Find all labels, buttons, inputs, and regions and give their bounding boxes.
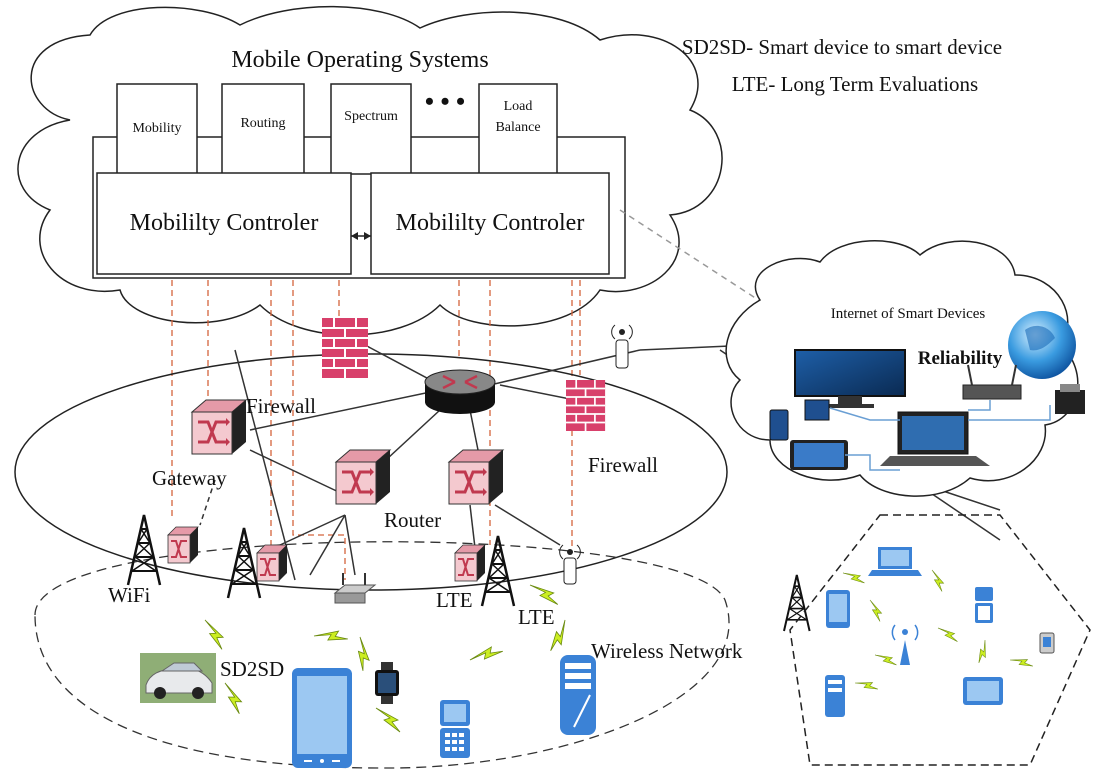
- laptop-icon: [880, 411, 990, 466]
- tablet-landscape-icon: [790, 440, 848, 470]
- lte-label-1: LTE: [436, 588, 473, 612]
- core-network-ellipse: [14, 353, 728, 591]
- lte-access-switch-icon: [454, 544, 486, 582]
- module-spectrum: Spectrum: [330, 83, 412, 175]
- cloud-title: Mobile Operating Systems: [231, 47, 488, 73]
- hex-flip-phone-icon: [975, 587, 993, 623]
- wifi-tower-icon: [126, 513, 162, 587]
- module-routing: Routing: [221, 83, 305, 175]
- controller-right-label: Mobililty Controler: [396, 210, 585, 236]
- module-balance-label: Balance: [495, 120, 540, 135]
- controller-left-label: Mobililty Controler: [130, 210, 319, 236]
- lte-label-2: LTE: [518, 605, 555, 629]
- smartwatch-icon: [375, 662, 399, 704]
- antenna-lte-icon: [559, 544, 581, 585]
- hex-watch-icon: [1039, 632, 1055, 654]
- antenna-top-icon: [611, 324, 633, 369]
- module-spectrum-label: Spectrum: [344, 109, 398, 124]
- legend-lte: LTE- Long Term Evaluations: [732, 72, 978, 96]
- hex-pda-icon: [825, 675, 845, 717]
- module-ellipsis: • • •: [425, 87, 465, 116]
- device-network-hexagon: [789, 514, 1091, 766]
- module-load-balance: Load Balance: [478, 83, 558, 175]
- iot-cloud-title: Internet of Smart Devices: [831, 306, 986, 322]
- gateway-label: Gateway: [152, 466, 227, 490]
- sd2sd-label: SD2SD: [220, 657, 284, 681]
- access-switch-left-icon: [256, 544, 288, 582]
- printer-icon: [1055, 384, 1085, 414]
- router-switch-left-icon: [334, 448, 392, 506]
- controller-right: Mobililty Controler: [370, 172, 610, 275]
- wifi-access-switch-icon: [167, 526, 199, 564]
- iot-tower-icon: [782, 573, 811, 633]
- firewall-right-label: Firewall: [588, 453, 658, 477]
- car-icon: [140, 653, 216, 703]
- small-tablet-icon: [804, 399, 830, 421]
- router-switch-right-icon: [447, 448, 505, 506]
- hex-laptop-icon: [868, 547, 922, 576]
- firewall-left-icon: [321, 317, 369, 379]
- hex-wireless-links: [842, 566, 1034, 698]
- wireless-network-ellipse: [34, 541, 730, 769]
- module-load-label: Load: [504, 99, 533, 114]
- globe-icon: [1008, 311, 1076, 379]
- cell-tower-left-icon: [226, 526, 262, 600]
- hex-tablet-icon: [826, 590, 850, 628]
- module-mobility-label: Mobility: [132, 121, 181, 136]
- reliability-label: Reliability: [918, 348, 1003, 369]
- gateway-switch-icon: [190, 398, 248, 456]
- hex-handheld-icon: [963, 677, 1003, 705]
- iot-connections: [829, 400, 1051, 471]
- module-routing-label: Routing: [240, 116, 285, 131]
- controller-left: Mobililty Controler: [96, 172, 352, 275]
- wifi-label: WiFi: [108, 583, 150, 607]
- pda-icon: [560, 655, 596, 735]
- legend-sd2sd: SD2SD- Smart device to smart device: [682, 35, 1002, 59]
- phone-icon: [769, 409, 789, 441]
- tablet-icon: [292, 668, 352, 768]
- hex-antenna-icon: [891, 624, 919, 665]
- core-router-icon: [424, 369, 496, 414]
- lte-tower-icon: [480, 534, 516, 608]
- wifi-router-icon: [962, 364, 1022, 400]
- wireless-network-label: Wireless Network: [591, 639, 743, 663]
- monitor-icon: [794, 349, 906, 408]
- controller-link-arrow: [351, 232, 371, 240]
- wifi-access-point-icon: [333, 573, 377, 604]
- firewall-right-icon: [565, 379, 606, 432]
- firewall-left-label: Firewall: [246, 394, 316, 418]
- module-mobility: Mobility: [116, 83, 198, 175]
- flip-phone-icon: [440, 700, 470, 758]
- router-label: Router: [384, 508, 441, 532]
- control-links: [171, 280, 581, 580]
